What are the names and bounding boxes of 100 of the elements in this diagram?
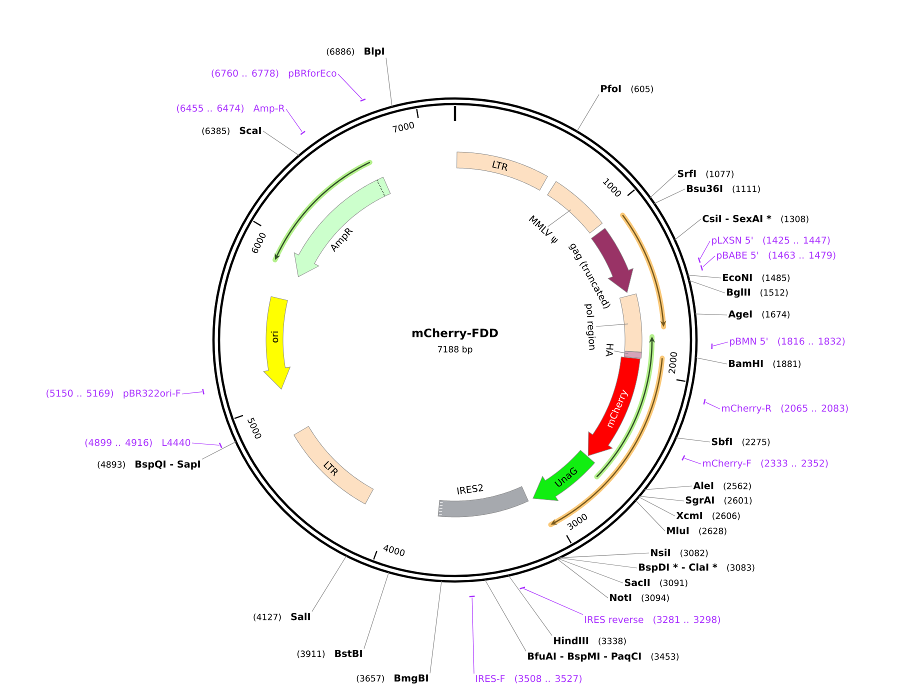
- primer-mark: [202, 388, 204, 394]
- leader-line: [712, 342, 728, 346]
- leader-line: [696, 357, 728, 364]
- plasmid-name: mCherry-FDD: [412, 328, 498, 340]
- feature-bar: LTR: [294, 426, 374, 504]
- leader-line: [688, 280, 726, 294]
- primer-label: pBABE 5' (1463 .. 1479): [717, 251, 836, 261]
- site-label: XcmI (2606): [676, 512, 740, 520]
- leader-line: [312, 555, 347, 612]
- leader-line: [684, 458, 702, 464]
- primer-mark: [469, 596, 475, 598]
- site-label: BspDI * - ClaI * (3083): [639, 563, 754, 573]
- site-label: CsiI - SexAI * (1308): [702, 214, 808, 224]
- feature-bar: IRES2: [438, 484, 529, 518]
- leader-line: [430, 580, 442, 674]
- feature-bar: [624, 351, 642, 358]
- gene-feature: ori: [263, 296, 290, 390]
- leader-line: [484, 579, 526, 652]
- site-label: (6385) ScaI: [202, 126, 261, 136]
- primer-label: mCherry-R (2065 .. 2083): [722, 404, 848, 414]
- leader-line: [676, 438, 710, 442]
- leader-line: [286, 108, 302, 132]
- site-label: NsiI (3082): [651, 548, 708, 558]
- leader-line: [687, 274, 722, 278]
- leader-line: [364, 572, 390, 650]
- primer-mark: [682, 455, 686, 461]
- site-label: MluI (2628): [667, 526, 726, 536]
- leader-line: [386, 58, 392, 108]
- primer-label: (5150 .. 5169) pBR322ori-F: [46, 389, 180, 399]
- leader-line: [182, 392, 202, 394]
- primer-label: (6760 .. 6778) pBRforEco: [212, 69, 336, 79]
- leader-line: [674, 218, 702, 240]
- tick-label: 5000: [248, 418, 262, 439]
- site-label: HindIII (3338): [554, 636, 626, 646]
- site-label: SbfI (2275): [712, 438, 770, 446]
- site-label: PfoI (605): [601, 84, 653, 94]
- site-label: BamHI (1881): [729, 360, 800, 368]
- site-label: AgeI (1674): [728, 310, 790, 320]
- leader-line: [702, 256, 716, 268]
- leader-line: [650, 174, 676, 198]
- primer-mark: [218, 442, 222, 448]
- leader-line: [705, 402, 720, 410]
- site-label: NotI (3094): [610, 594, 669, 602]
- feature-bar: [619, 294, 642, 352]
- primer-mark: [703, 398, 706, 405]
- primer-mark: [700, 265, 704, 271]
- tick-label: 7000: [392, 122, 414, 133]
- primer-mark: [520, 586, 526, 590]
- site-label: BglII (1512): [727, 288, 788, 298]
- feature-label: HA: [606, 344, 614, 356]
- site-label: (3911) BstBI: [297, 650, 362, 658]
- primer-label: IRES-F (3508 .. 3527): [476, 674, 582, 684]
- tick-label: 2000: [668, 352, 678, 374]
- primer-label: IRES reverse (3281 .. 3298): [585, 616, 720, 624]
- primer-label: (6455 .. 6474) Amp-R: [177, 104, 285, 114]
- site-label: EcoNI (1485): [723, 274, 790, 282]
- leader-line: [614, 350, 628, 354]
- primer-mark: [300, 130, 306, 135]
- leader-line: [700, 240, 710, 260]
- leader-line: [558, 558, 638, 568]
- leader-line: [548, 209, 572, 227]
- leader-line: [556, 558, 608, 598]
- plasmid-size: 7188 bp: [438, 346, 472, 354]
- primer-mark: [698, 257, 701, 263]
- primer-label: (4899 .. 4916) L4440: [85, 438, 190, 448]
- site-label: (4127) SalI: [254, 612, 310, 622]
- site-label: (6886) BlpI: [326, 47, 384, 57]
- leader-line: [576, 94, 600, 132]
- primer-label: mCherry-F (2333 .. 2352): [703, 459, 828, 469]
- leader-line: [654, 188, 686, 204]
- leader-line: [472, 597, 474, 674]
- site-label: SrfI (1077): [678, 170, 734, 178]
- site-label: Bsu36I (1111): [687, 184, 760, 194]
- leader-line: [635, 500, 666, 532]
- leader-line: [644, 486, 692, 490]
- site-label: AleI (2562): [693, 482, 751, 490]
- leader-line: [338, 74, 362, 100]
- primer-label: pBMN 5' (1816 .. 1832): [730, 337, 845, 347]
- primer-label: pLXSN 5' (1425 .. 1447): [712, 236, 830, 246]
- leader-line: [638, 496, 676, 516]
- site-label: (3657) BmgBI: [356, 674, 428, 684]
- tick-label: 4000: [383, 545, 405, 556]
- leader-line: [192, 442, 220, 446]
- site-label: BfuAI - BspMI - PaqCI (3453): [528, 652, 678, 662]
- primer-mark: [360, 98, 366, 102]
- primer-mark: [711, 344, 713, 349]
- site-label: (4893) BspQI - SapI: [98, 460, 200, 470]
- leader-line: [638, 496, 684, 502]
- site-label: SgrAI (2601): [686, 496, 752, 506]
- leader-line: [559, 552, 650, 558]
- site-label: SacII (3091): [624, 578, 688, 588]
- leader-line: [523, 588, 584, 615]
- tick-label: 6000: [252, 232, 266, 254]
- leader-line: [694, 314, 728, 316]
- feature-bar: LTR: [456, 152, 548, 191]
- leader-line: [596, 324, 628, 327]
- leader-line: [508, 575, 552, 636]
- leader-line: [262, 130, 300, 156]
- leader-line: [558, 558, 624, 584]
- leader-line: [202, 441, 236, 460]
